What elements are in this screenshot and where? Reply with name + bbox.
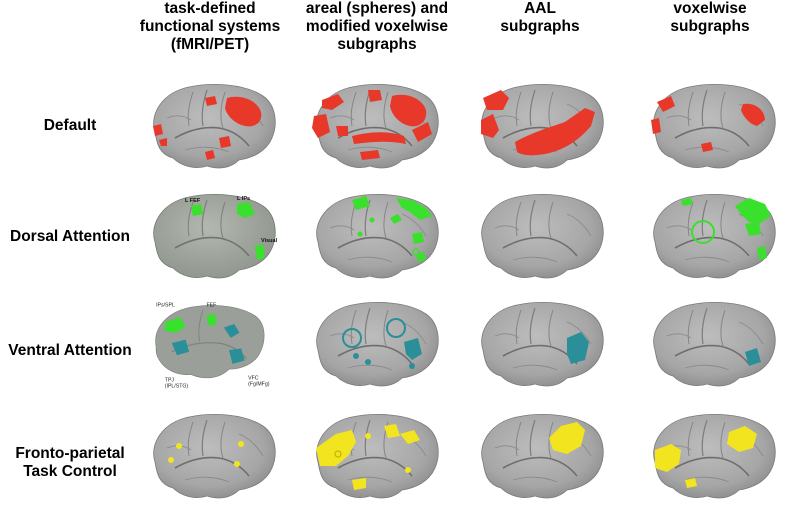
column-header-line: modified voxelwise xyxy=(305,18,449,35)
column-header-line: functional systems xyxy=(139,18,281,35)
label-vfc-sub: (Fg/MFg) xyxy=(248,382,270,388)
row-label-line: Default xyxy=(43,117,97,134)
brain-default-aal xyxy=(473,80,608,172)
label-visual: Visual xyxy=(261,238,278,244)
brain-ventral-task-defined: IPs/SPL FEF TPJ (IPL/STG) VFC (Fg/MFg) xyxy=(142,298,277,390)
label-lfef: L FEF xyxy=(185,198,201,204)
column-header-task-defined: task-defined functional systems (fMRI/PE… xyxy=(130,0,290,54)
row-label-ventral-attention: Ventral Attention xyxy=(0,342,140,360)
column-header-line: task-defined xyxy=(164,0,256,17)
brain-ventral-voxelwise xyxy=(645,298,780,390)
brain-default-voxelwise xyxy=(645,80,780,172)
brain-dorsal-task-defined: L FEF L IPs Visual xyxy=(145,190,280,282)
brain-ventral-areal xyxy=(308,298,443,390)
brain-default-areal xyxy=(308,80,443,172)
label-fef: FEF xyxy=(206,303,216,309)
column-header-voxelwise: voxelwise subgraphs xyxy=(640,0,780,36)
brain-dorsal-areal xyxy=(308,190,443,282)
brain-default-task-defined xyxy=(145,80,280,172)
brain-dorsal-voxelwise xyxy=(645,190,780,282)
row-label-line: Ventral Attention xyxy=(8,342,132,359)
column-header-line: subgraphs xyxy=(337,36,417,53)
column-header-areal: areal (spheres) and modified voxelwise s… xyxy=(292,0,462,54)
brain-dorsal-aal xyxy=(473,190,608,282)
column-header-line: subgraphs xyxy=(500,18,580,35)
brain-ventral-aal xyxy=(473,298,608,390)
row-label-line: Dorsal Attention xyxy=(10,228,130,245)
label-tpj: TPJ xyxy=(165,377,175,383)
brain-frontoparietal-areal xyxy=(308,410,443,502)
label-ips-spl: IPs/SPL xyxy=(156,303,175,309)
brain-frontoparietal-aal xyxy=(473,410,608,502)
brain-frontoparietal-task-defined xyxy=(145,410,280,502)
column-header-line: areal (spheres) and xyxy=(305,0,449,17)
label-vfc: VFC xyxy=(248,376,259,382)
column-header-line: subgraphs xyxy=(670,18,750,35)
column-header-line: (fMRI/PET) xyxy=(170,36,250,53)
row-label-default: Default xyxy=(0,117,140,135)
row-label-line: Fronto-parietal xyxy=(15,445,125,462)
row-label-line: Task Control xyxy=(23,463,117,480)
label-lips: L IPs xyxy=(237,196,250,202)
column-header-line: AAL xyxy=(524,0,556,17)
column-header-line: voxelwise xyxy=(673,0,747,17)
brain-frontoparietal-voxelwise xyxy=(645,410,780,502)
column-header-aal: AAL subgraphs xyxy=(470,0,610,36)
row-label-dorsal-attention: Dorsal Attention xyxy=(0,228,140,246)
label-tpj-sub: (IPL/STG) xyxy=(165,383,189,389)
row-label-fronto-parietal: Fronto-parietal Task Control xyxy=(0,445,140,481)
